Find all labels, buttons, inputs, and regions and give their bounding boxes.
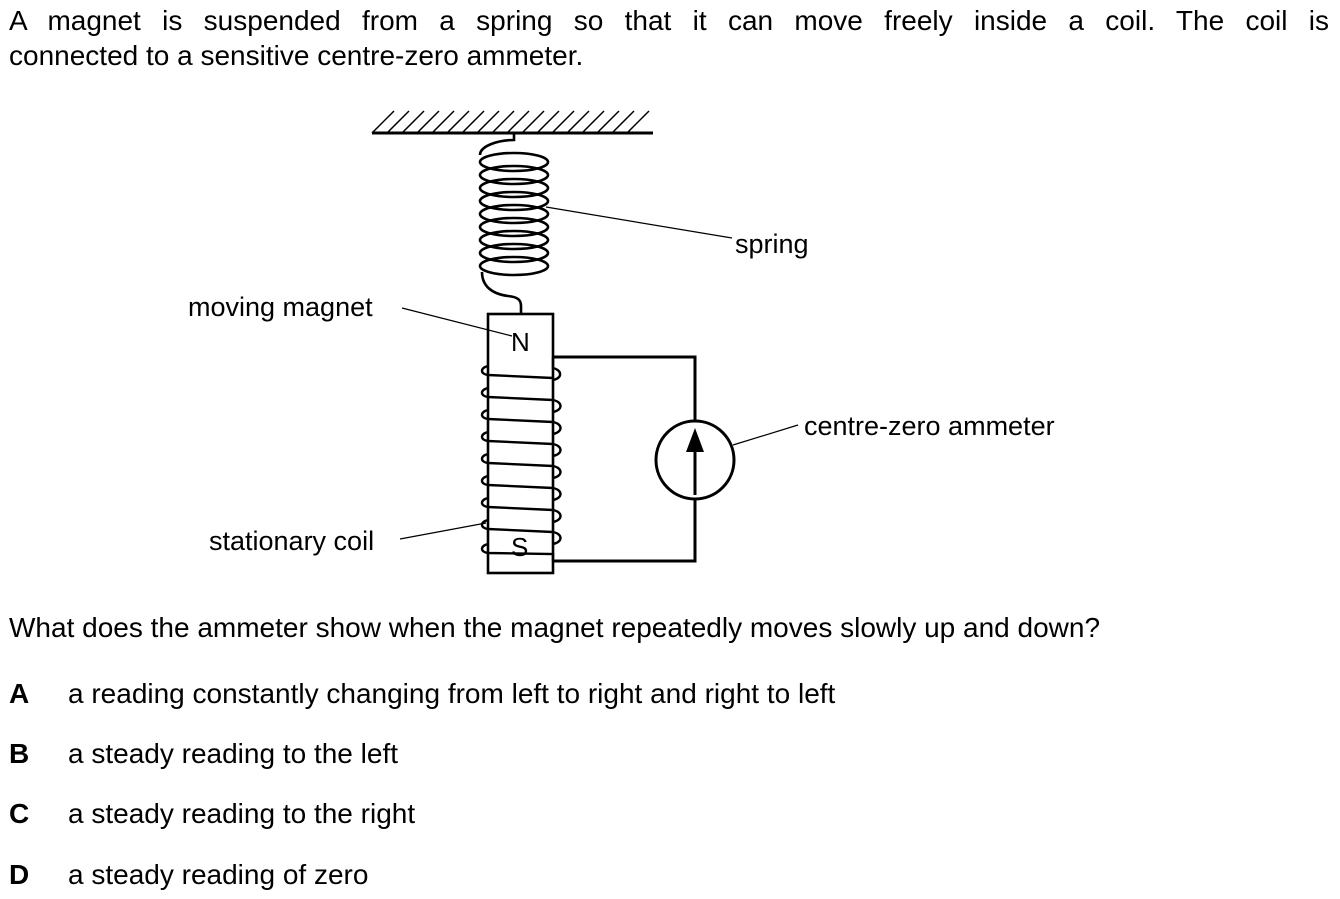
option-letter: D [9, 859, 30, 890]
apparatus-diagram: N S spring moving magnet centre-zero amm… [188, 110, 1055, 575]
leader-lines [399, 206, 799, 540]
question-text: What does the ammeter show when the magn… [9, 612, 1101, 643]
ammeter [654, 419, 736, 501]
option-text: a reading constantly changing from left … [68, 678, 836, 709]
ceiling-support [371, 110, 653, 135]
option-text: a steady reading to the right [68, 798, 416, 829]
stationary-coil-label: stationary coil [209, 526, 374, 556]
stationary-coil [480, 357, 562, 561]
north-pole-label: N [511, 327, 530, 357]
spring-label: spring [735, 229, 809, 259]
option-letter: C [9, 798, 30, 829]
option-text: a steady reading of zero [68, 859, 369, 890]
intro-line-1: A magnet is suspended from a spring so t… [9, 5, 1329, 36]
intro-line-2: connected to a sensitive centre-zero amm… [9, 40, 584, 71]
circuit-wires [553, 355, 697, 563]
ammeter-label: centre-zero ammeter [804, 411, 1055, 441]
option-text: a steady reading to the left [68, 738, 398, 769]
option-letter: A [9, 678, 30, 709]
moving-magnet-label: moving magnet [188, 292, 373, 322]
spring [478, 133, 550, 314]
intro-text: A magnet is suspended from a spring so t… [9, 3, 1329, 73]
south-pole-label: S [511, 532, 528, 562]
option-letter: B [9, 738, 30, 769]
